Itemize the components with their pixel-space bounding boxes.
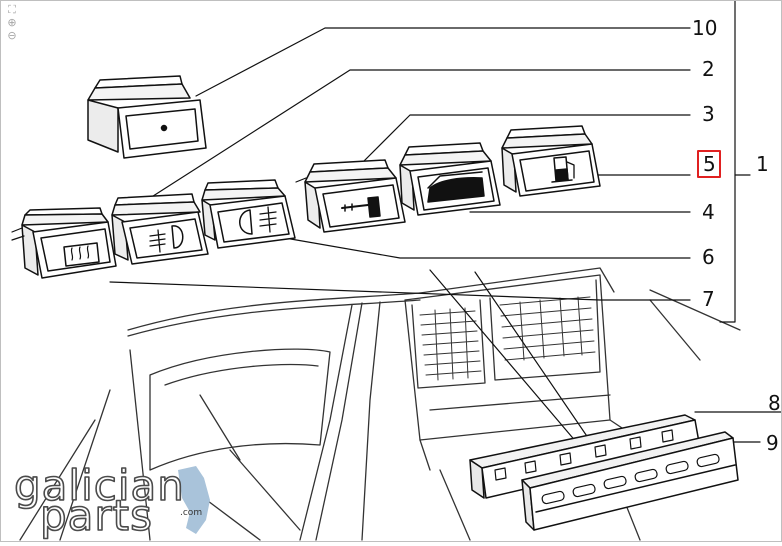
callout-7[interactable]: 7 (702, 287, 715, 311)
callout-labels: 10 2 3 5 1 4 6 7 8 9 (692, 16, 781, 455)
callout-3[interactable]: 3 (702, 102, 715, 126)
part-9-trim-panel (521, 431, 739, 531)
logo-suffix: .com (180, 508, 202, 518)
leader-7 (109, 281, 691, 301)
callout-5-highlight (697, 150, 721, 178)
callout-6[interactable]: 6 (702, 245, 715, 269)
leader-pointer-a (429, 269, 601, 471)
switch-3-door-lock (295, 159, 406, 233)
switch-4-power-window (399, 142, 501, 216)
callout-9[interactable]: 9 (766, 431, 779, 455)
callout-4[interactable]: 4 (702, 200, 715, 224)
leader-10 (195, 27, 691, 97)
leader-lines (109, 0, 782, 471)
switch-2-fog-lamp (111, 193, 209, 265)
callout-5[interactable]: 5 (703, 152, 716, 176)
logo-line1: galician (14, 461, 185, 510)
switch-10-blank (87, 75, 207, 159)
leader-2 (149, 69, 691, 199)
group-bracket (719, 0, 736, 323)
switch-7-rear-defrost (11, 207, 117, 279)
zoom-out-icon[interactable]: ⊖ (7, 29, 17, 42)
fit-icon[interactable]: ⛶ (8, 3, 16, 16)
callout-10[interactable]: 10 (692, 16, 717, 40)
leader-6 (284, 237, 691, 259)
leader-3 (354, 114, 691, 171)
logo-line2: parts (40, 491, 153, 540)
callout-8[interactable]: 8 (768, 391, 781, 415)
callout-2[interactable]: 2 (702, 57, 715, 81)
zoom-toolbar: ⛶ ⊕ ⊖ (6, 4, 20, 42)
callout-1[interactable]: 1 (756, 152, 769, 176)
galicianparts-logo: galician parts .com (13, 460, 210, 541)
zoom-in-icon[interactable]: ⊕ (7, 16, 17, 29)
switch-6-front-fog (201, 179, 296, 249)
switch-5-fuel (501, 125, 601, 197)
logo-map-shape (178, 466, 210, 534)
